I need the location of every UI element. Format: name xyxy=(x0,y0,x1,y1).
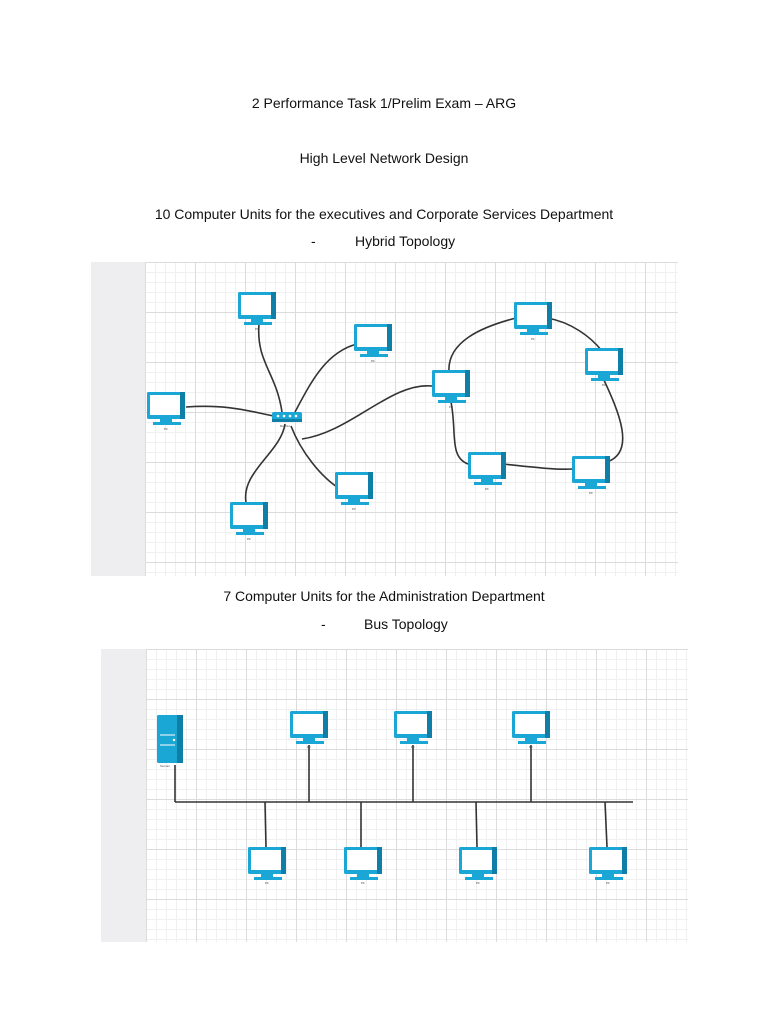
pc-icon: PC xyxy=(432,370,470,409)
pc-icon: PC xyxy=(514,302,552,341)
svg-text:PC: PC xyxy=(164,427,168,431)
hybrid-cables xyxy=(185,317,624,503)
pc-icon: PC xyxy=(354,324,392,363)
pc-icon: PC xyxy=(585,348,623,387)
pc-icon: PC xyxy=(459,847,497,885)
section-1-topology: Hybrid Topology xyxy=(355,233,456,249)
svg-text:PC: PC xyxy=(255,327,259,331)
svg-text:PC: PC xyxy=(529,745,533,749)
svg-text:PC: PC xyxy=(361,881,365,885)
section-1-title: 10 Computer Units for the executives and… xyxy=(154,206,614,222)
svg-text:PC: PC xyxy=(411,745,415,749)
server-icon: Server xyxy=(157,715,183,768)
section-2-topology: Bus Topology xyxy=(364,616,448,632)
svg-text:PC: PC xyxy=(307,745,311,749)
section-2-bullet: - xyxy=(321,616,326,632)
hybrid-topology-svg: PC PC PC PC PC PC PC PC PC PC xyxy=(147,292,624,541)
pc-icon: PC xyxy=(290,711,328,749)
diagram-grid-canvas xyxy=(146,649,688,942)
section-1-bullet: - xyxy=(311,233,316,249)
svg-text:PC: PC xyxy=(589,491,593,495)
section-2-title: 7 Computer Units for the Administration … xyxy=(223,588,545,604)
pc-icon: PC xyxy=(230,502,268,541)
pc-icon: PC xyxy=(147,392,185,431)
pc-icon: PC xyxy=(344,847,382,885)
pc-icon: PC xyxy=(468,452,506,491)
svg-text:PC: PC xyxy=(265,881,269,885)
document-heading: 2 Performance Task 1/Prelim Exam – ARG xyxy=(251,95,517,111)
hybrid-topology-diagram: PC PC PC PC PC PC PC PC PC PC xyxy=(91,262,678,576)
bus-topology-diagram: Server PC PC PC PC PC PC PC xyxy=(101,649,688,942)
svg-text:Router: Router xyxy=(280,424,291,428)
pc-icon: PC xyxy=(335,472,373,511)
svg-text:PC: PC xyxy=(476,881,480,885)
svg-text:PC: PC xyxy=(371,359,375,363)
svg-text:Server: Server xyxy=(160,764,171,768)
router-icon: Router xyxy=(272,412,302,428)
svg-text:PC: PC xyxy=(602,383,606,387)
pc-icon: PC xyxy=(394,711,432,749)
pc-icon: PC xyxy=(512,711,550,749)
bus-cables xyxy=(174,745,633,848)
svg-text:PC: PC xyxy=(352,507,356,511)
pc-icon: PC xyxy=(572,456,610,495)
document-subheading: High Level Network Design xyxy=(299,150,469,166)
bus-topology-svg: Server PC PC PC PC PC PC PC xyxy=(157,711,633,885)
svg-text:PC: PC xyxy=(247,537,251,541)
svg-text:PC: PC xyxy=(485,487,489,491)
pc-icon: PC xyxy=(248,847,286,885)
svg-text:PC: PC xyxy=(531,337,535,341)
pc-icon: PC xyxy=(238,292,276,331)
svg-text:PC: PC xyxy=(449,405,453,409)
svg-text:PC: PC xyxy=(606,881,610,885)
pc-icon: PC xyxy=(589,847,627,885)
